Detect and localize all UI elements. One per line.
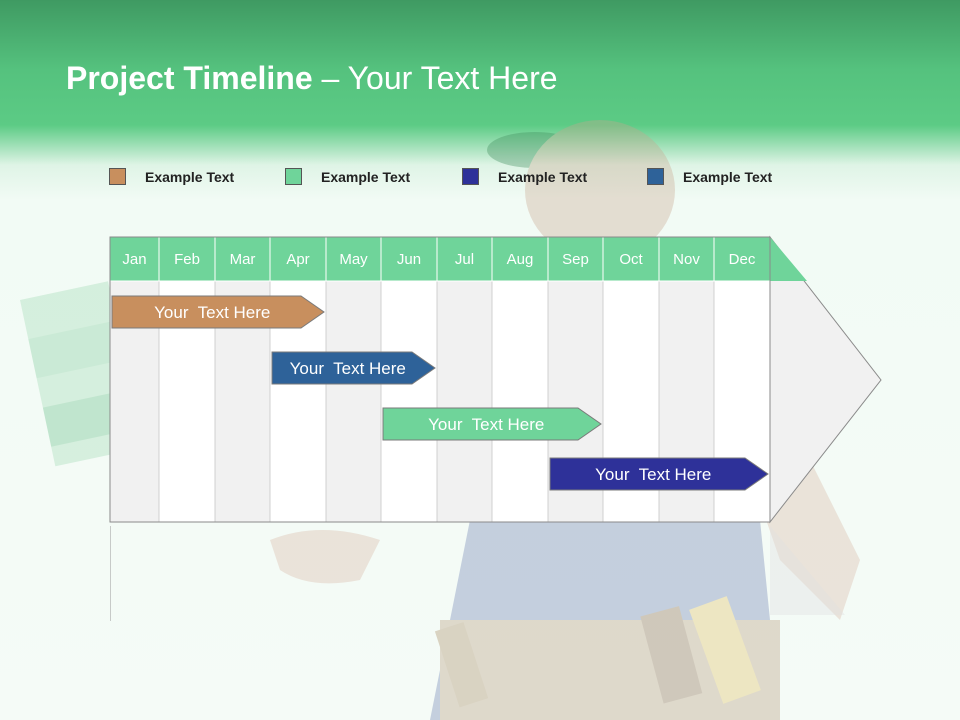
task-bar-1 xyxy=(111,295,325,329)
month-label-nov: Nov xyxy=(673,251,700,268)
month-column-may xyxy=(325,280,382,523)
month-label-apr: Apr xyxy=(286,251,309,268)
legend-swatch-2 xyxy=(285,168,302,185)
month-column-jun xyxy=(380,280,438,523)
reflection-arrow xyxy=(770,526,845,615)
legend-label-2: Example Text xyxy=(321,168,411,185)
title-bold: Project Timeline xyxy=(66,60,313,96)
month-header-oct xyxy=(602,236,660,282)
month-header-jul xyxy=(436,236,493,282)
arrow-head-header xyxy=(770,237,807,281)
month-label-mar: Mar xyxy=(230,251,256,268)
task-label-2: Your Text Here xyxy=(290,359,406,378)
month-label-feb: Feb xyxy=(174,251,200,268)
title-rest: – Your Text Here xyxy=(312,60,558,96)
reflection-line xyxy=(110,526,111,621)
timeline-frame xyxy=(109,236,771,523)
month-label-jun: Jun xyxy=(397,251,421,268)
task-label-1: Your Text Here xyxy=(154,303,270,322)
task-label-4: Your Text Here xyxy=(595,465,711,484)
month-column-aug xyxy=(491,280,549,523)
month-label-may: May xyxy=(339,251,368,268)
month-header-sep xyxy=(547,236,604,282)
legend-item-1: Example Text xyxy=(109,168,234,185)
legend-swatch-1 xyxy=(109,168,126,185)
legend: Example Text Example Text Example Text E… xyxy=(0,168,960,196)
legend-item-2: Example Text xyxy=(285,168,410,185)
legend-label-3: Example Text xyxy=(498,168,588,185)
task-bar-3 xyxy=(382,407,602,441)
month-label-jul: Jul xyxy=(455,251,474,268)
legend-item-3: Example Text xyxy=(462,168,587,185)
legend-swatch-4 xyxy=(647,168,664,185)
task-bar-2 xyxy=(271,351,436,385)
page-title: Project Timeline – Your Text Here xyxy=(66,60,558,97)
month-header-aug xyxy=(491,236,549,282)
legend-label-1: Example Text xyxy=(145,168,235,185)
legend-item-4: Example Text xyxy=(647,168,772,185)
month-header-apr xyxy=(269,236,327,282)
legend-label-4: Example Text xyxy=(683,168,773,185)
task-label-3: Your Text Here xyxy=(428,415,544,434)
month-label-aug: Aug xyxy=(507,251,534,268)
month-label-jan: Jan xyxy=(122,251,146,268)
month-header-feb xyxy=(158,236,216,282)
month-label-sep: Sep xyxy=(562,251,589,268)
legend-swatch-3 xyxy=(462,168,479,185)
task-bar-4 xyxy=(549,457,769,491)
month-header-jan xyxy=(109,236,160,282)
month-header-mar xyxy=(214,236,271,282)
month-label-dec: Dec xyxy=(729,251,756,268)
month-header-jun xyxy=(380,236,438,282)
month-label-oct: Oct xyxy=(619,251,643,268)
month-column-jul xyxy=(436,280,493,523)
